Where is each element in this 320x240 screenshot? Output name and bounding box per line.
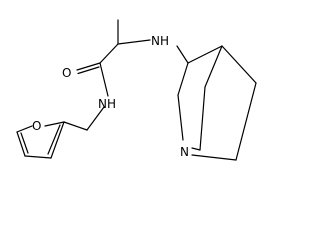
bond-furan-c3-c2 bbox=[50, 121, 65, 159]
bond-furan-o-c5 bbox=[16, 125, 33, 133]
bond-furan-c2-o bbox=[44, 121, 65, 127]
bonds bbox=[16, 19, 257, 161]
bond-c7-c8 bbox=[235, 82, 257, 161]
bond-c2-n1 bbox=[177, 94, 184, 141]
bond-ch2-furan bbox=[63, 121, 88, 131]
bond-c6-n1 bbox=[191, 147, 201, 151]
amide-nh-label: NH bbox=[98, 97, 116, 111]
bond-c3-c4 bbox=[187, 45, 223, 64]
bond-alpha-carbonyl bbox=[99, 43, 119, 64]
quinuclidine-nitrogen-label: N bbox=[180, 145, 189, 159]
atom-labels: O NH NH O N bbox=[32, 34, 189, 159]
bond-carbonyl-oxygen-2 bbox=[77, 66, 100, 75]
bond-c4-c7 bbox=[221, 45, 257, 84]
bond-furan-c4-c3 bbox=[24, 155, 52, 159]
bond-c3-c2 bbox=[177, 62, 189, 96]
amide-oxygen-label: O bbox=[62, 66, 71, 80]
amine-nh-label: NH bbox=[151, 34, 169, 48]
bond-furan-c5-c4-inner bbox=[20, 132, 29, 154]
bond-nh-c3 bbox=[176, 45, 189, 64]
bond-furan-c5-c4 bbox=[16, 131, 26, 157]
bond-c4-c5 bbox=[204, 45, 223, 88]
bond-amide-n-ch2 bbox=[86, 106, 105, 131]
bond-c5-c6 bbox=[199, 86, 206, 151]
furan-oxygen-label: O bbox=[32, 119, 41, 133]
bond-carbonyl-oxygen-1 bbox=[76, 62, 101, 71]
bond-carbonyl-amide-n bbox=[99, 62, 109, 97]
bond-alpha-nh bbox=[117, 39, 151, 45]
molecule-structure: O NH NH O N bbox=[16, 19, 257, 161]
bond-c8-n1 bbox=[191, 154, 237, 161]
bond-furan-c3-c2-inner bbox=[47, 124, 61, 155]
